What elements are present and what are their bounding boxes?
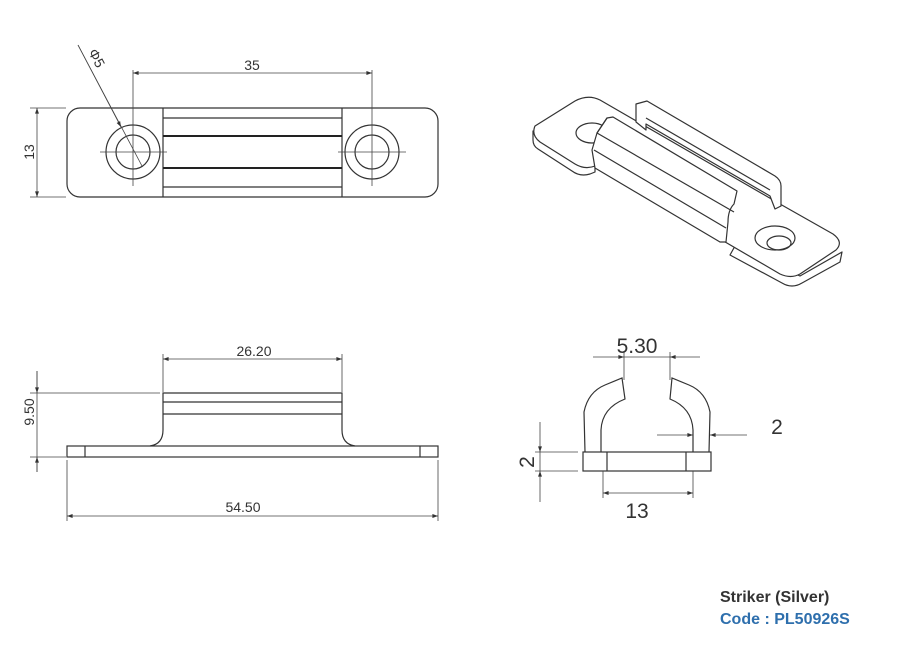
- iso-front-rail: [591, 116, 738, 243]
- top-view: 35 13 Φ5: [21, 44, 439, 198]
- dim-width: 13: [21, 144, 37, 160]
- dim-hole-diameter: Φ5: [85, 46, 108, 70]
- end-view: 5.30 2 2 13: [516, 335, 783, 523]
- dim-inner-width: 13: [625, 500, 648, 523]
- end-left-wall: [583, 377, 626, 453]
- plate-outline: [66, 107, 439, 198]
- dim-slot-width: 5.30: [617, 335, 658, 358]
- dim-height: 9.50: [21, 398, 37, 425]
- side-plate: [66, 445, 439, 458]
- dim-wall-thickness: 2: [771, 416, 783, 439]
- dim-overall-length: 54.50: [225, 499, 260, 515]
- end-right-wall: [669, 377, 711, 453]
- product-title: Striker (Silver): [720, 589, 830, 606]
- dim-base-thickness: 2: [516, 456, 539, 468]
- left-hole: [100, 70, 167, 186]
- side-view: 26.20 9.50 54.50: [21, 343, 439, 521]
- product-code: Code : PL50926S: [720, 611, 850, 628]
- dim-hole-spacing: 35: [244, 57, 260, 73]
- dim-block-length: 26.20: [236, 343, 271, 359]
- end-base: [582, 451, 712, 472]
- isometric-view: [532, 96, 843, 287]
- iso-back-rail: [635, 100, 782, 210]
- right-hole: [338, 70, 406, 186]
- side-block: [149, 392, 356, 447]
